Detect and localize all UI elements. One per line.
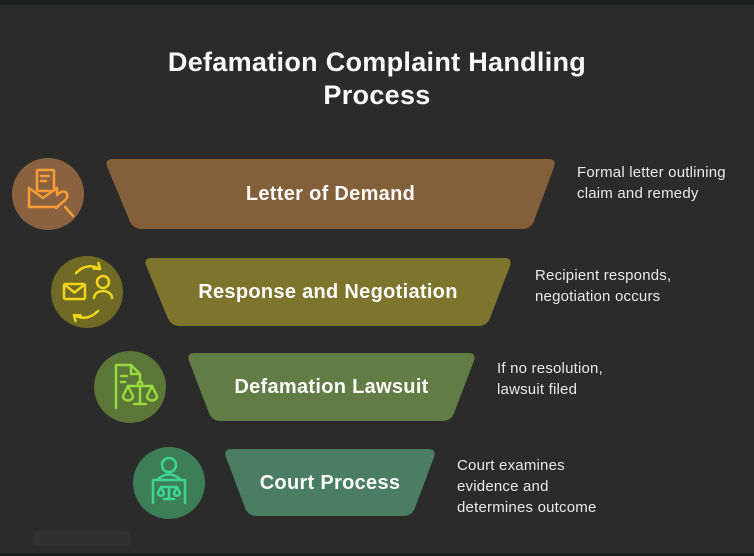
icon-circle (133, 447, 205, 519)
step-description: Formal letter outlining claim and remedy (577, 164, 726, 202)
step-icon-badge (51, 256, 123, 328)
bottom-edge-strip (0, 553, 754, 556)
trapezoid-shape (225, 449, 435, 516)
top-edge-strip (0, 0, 754, 5)
icon-circle (51, 256, 123, 328)
step-description: If no resolution, lawsuit filed (497, 360, 603, 398)
step-description: Recipient responds, negotiation occurs (535, 267, 672, 305)
step-icon-badge (133, 447, 205, 519)
step-label: Court Process (259, 472, 401, 494)
message-exchange-icon (62, 261, 114, 323)
step-icon-badge (94, 351, 166, 423)
judge-bench-scales-icon (151, 456, 187, 505)
letter-in-hand-icon (27, 168, 75, 218)
step-label: Defamation Lawsuit (234, 376, 429, 398)
trapezoid-shape (145, 258, 511, 326)
icon-circle (12, 158, 84, 230)
watermark (34, 531, 130, 546)
legal-document-scales-icon (114, 363, 159, 410)
step-label: Letter of Demand (245, 183, 416, 205)
trapezoid-shape (106, 159, 555, 229)
step-label: Response and Negotiation (198, 281, 458, 303)
page-title: Defamation Complaint Handling Process (167, 47, 587, 110)
icon-circle (94, 351, 166, 423)
step-description: Court examines evidence and determines o… (457, 457, 597, 516)
step-icon-badge (12, 158, 84, 230)
trapezoid-shape (188, 353, 475, 421)
